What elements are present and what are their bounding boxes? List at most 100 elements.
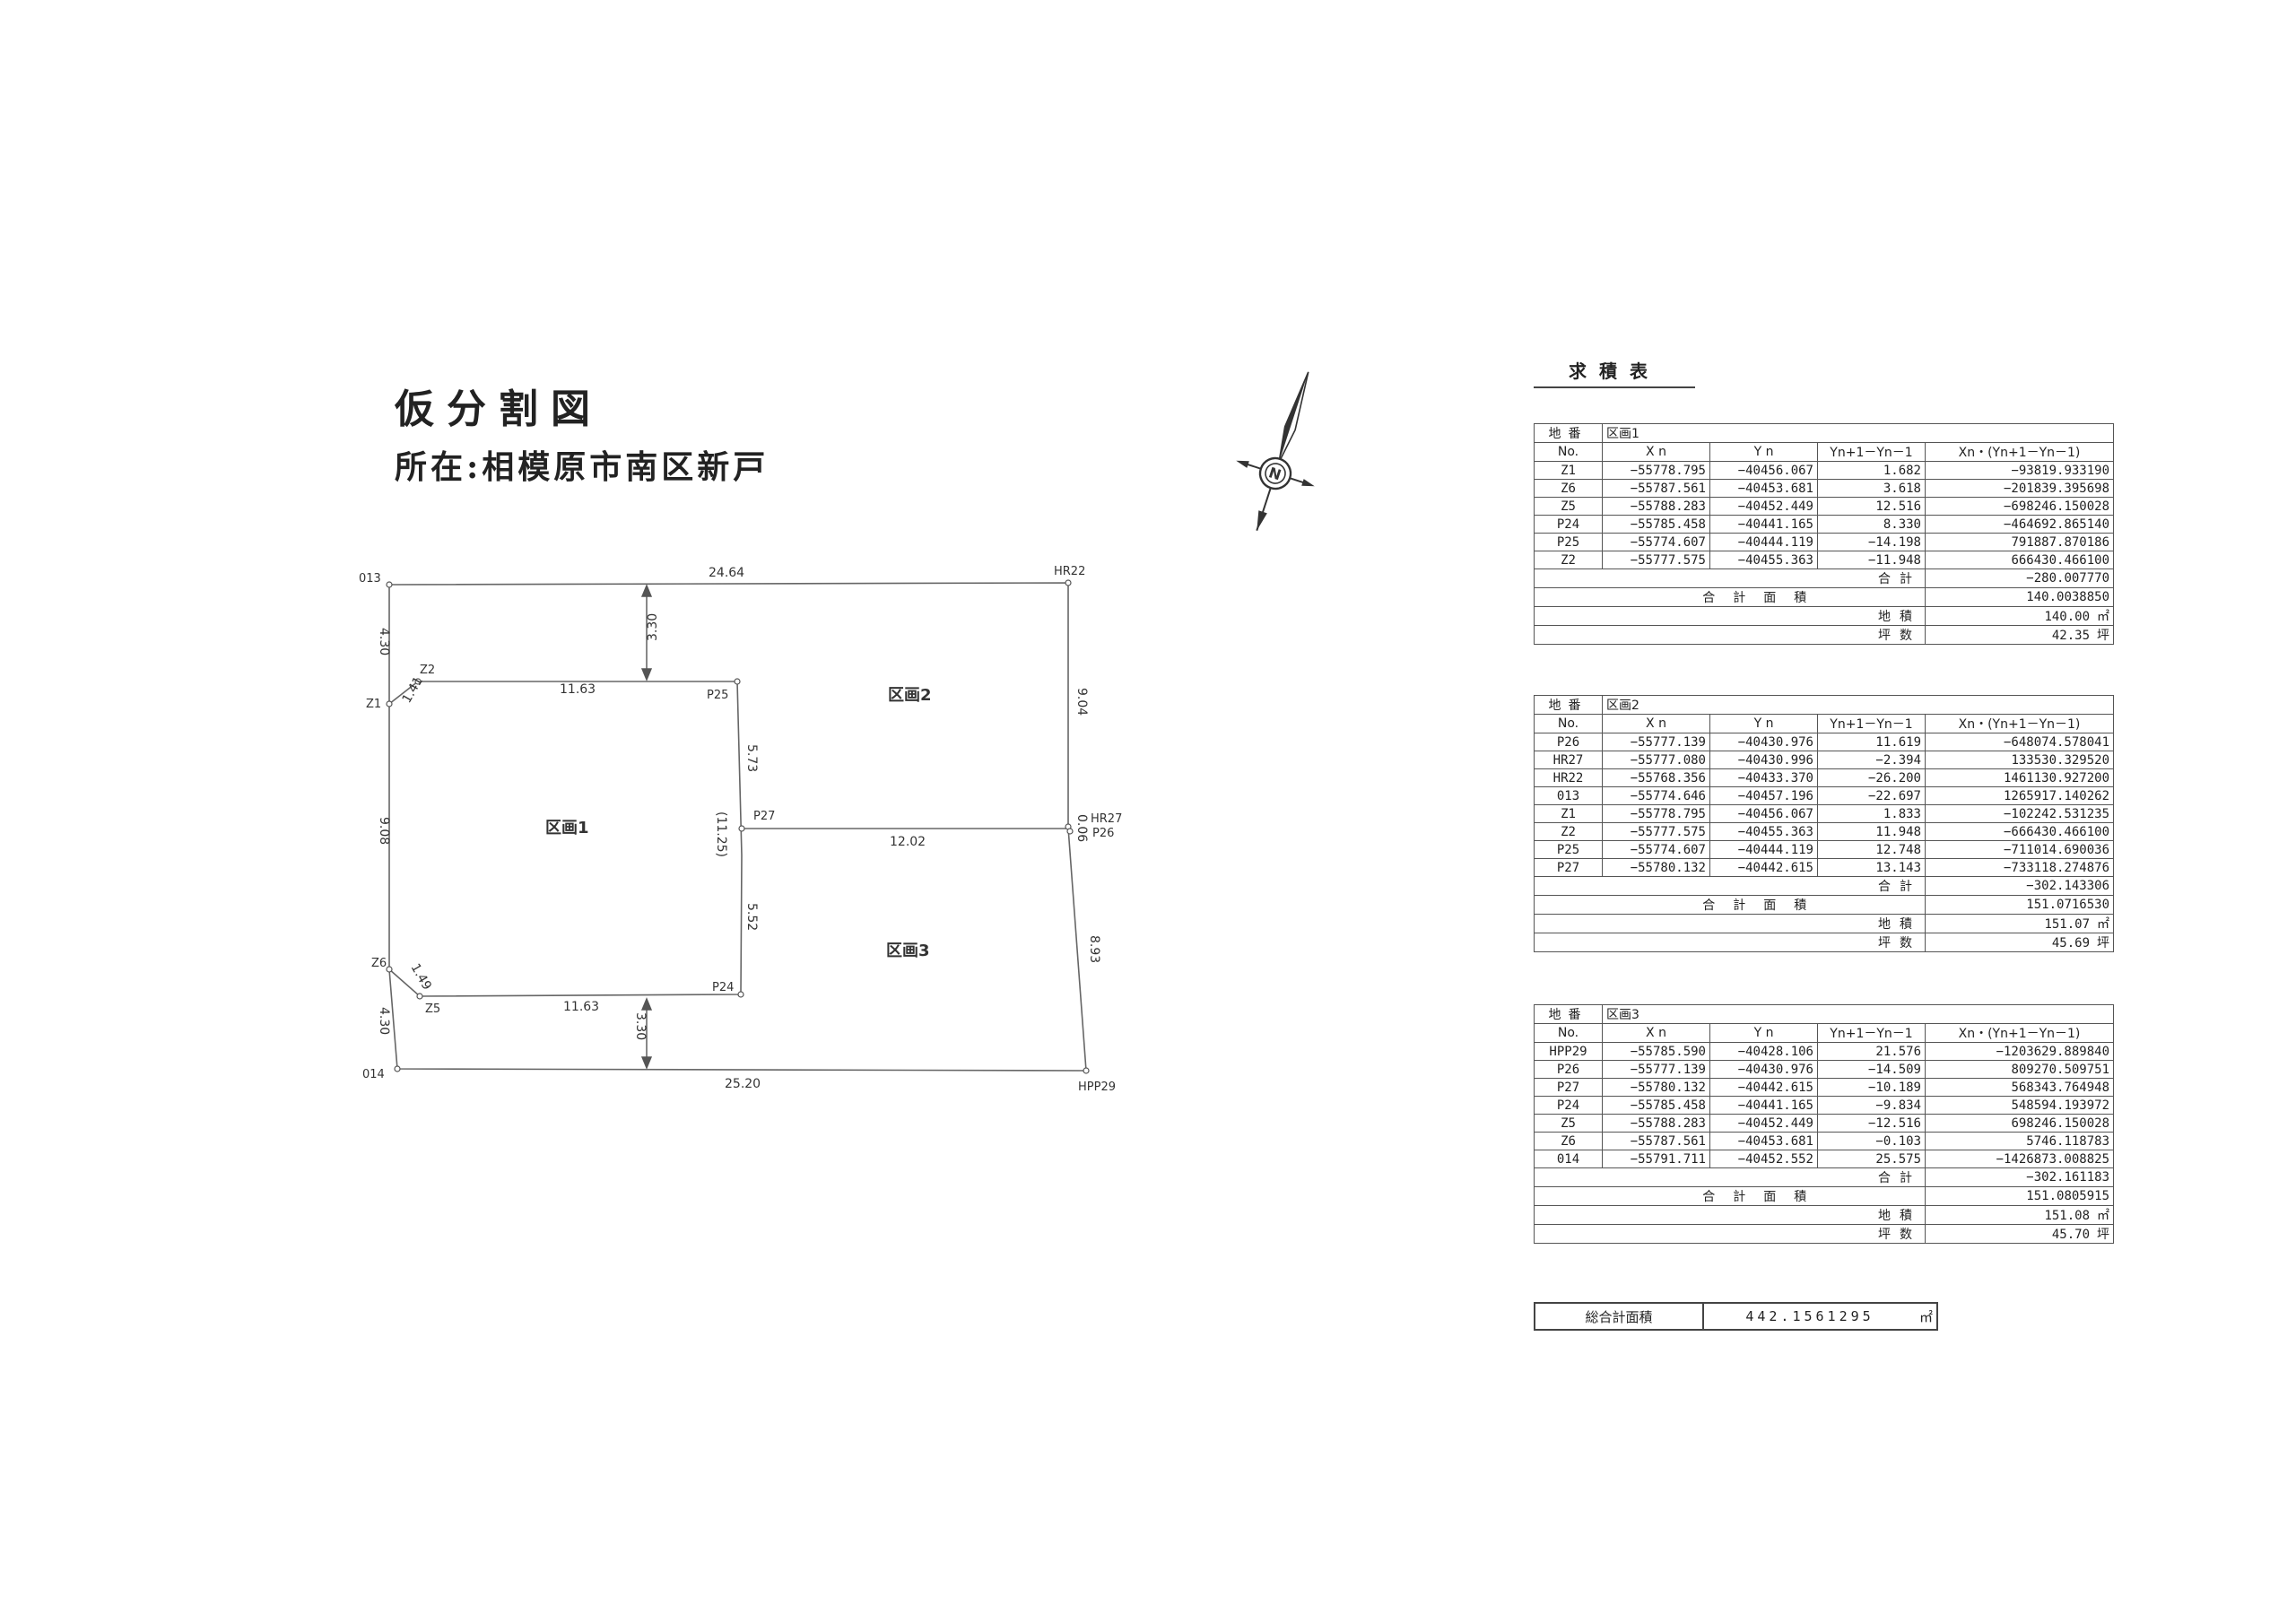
cell-product: 5746.118783 xyxy=(1924,1132,2115,1150)
sum-row: 合計−302.143306 xyxy=(1534,876,2115,896)
sum-value: −302.143306 xyxy=(1924,876,2115,896)
cell-xn: −55791.711 xyxy=(1602,1150,1710,1168)
dim-left-bottom: 4.30 xyxy=(377,1007,391,1035)
dim-p27-p26: 12.02 xyxy=(890,835,926,849)
dim-left-top: 4.30 xyxy=(377,628,391,655)
vertex-p25 xyxy=(734,678,741,685)
tsubo-value: 45.70 xyxy=(2051,1228,2091,1242)
cell-xn: −55777.080 xyxy=(1602,751,1710,769)
cell-ydiff: 11.619 xyxy=(1817,733,1926,751)
dim-z5-p24: 11.63 xyxy=(563,1000,599,1014)
cell-xn: −55777.575 xyxy=(1602,822,1710,841)
sum-blank xyxy=(1534,876,1710,896)
cell-ydiff: 21.576 xyxy=(1817,1042,1926,1061)
calc-table-title: 求積表 xyxy=(1534,357,1695,388)
cell-ydiff: −14.509 xyxy=(1817,1060,1926,1079)
sqm-unit: ㎡ xyxy=(2097,610,2110,624)
cell-product: −1426873.008825 xyxy=(1924,1150,2115,1168)
col-ydiff: Yn+1－Yn－1 xyxy=(1817,1023,1926,1043)
sum-blank xyxy=(1534,568,1710,588)
land-area-value: 151.08 xyxy=(2044,1209,2091,1223)
label-013: 013 xyxy=(359,572,381,586)
total-area-value: 151.0805915 xyxy=(1924,1186,2115,1206)
col-no: No. xyxy=(1534,442,1603,462)
cell-point-no: HR27 xyxy=(1534,751,1603,769)
sum-row: 合計−302.161183 xyxy=(1534,1167,2115,1187)
col-ydiff: Yn+1－Yn－1 xyxy=(1817,714,1926,733)
cell-product: 809270.509751 xyxy=(1924,1060,2115,1079)
lot-header-row: 地番区画3 xyxy=(1534,1004,2115,1024)
setback-arrowhead-bottom-up xyxy=(640,997,653,1011)
dim-z2-p25: 11.63 xyxy=(560,682,596,697)
area-label-3: 区画3 xyxy=(886,942,930,960)
land-area-blank xyxy=(1534,914,1710,933)
cell-product: −464692.865140 xyxy=(1924,515,2115,534)
label-z2: Z2 xyxy=(420,664,435,677)
cell-point-no: P24 xyxy=(1534,515,1603,534)
cell-ydiff: 1.833 xyxy=(1817,804,1926,823)
total-area-value: 151.0716530 xyxy=(1924,895,2115,915)
total-area-value: 140.0038850 xyxy=(1924,587,2115,607)
cell-product: 568343.764948 xyxy=(1924,1078,2115,1097)
vertex-p26 xyxy=(1066,828,1074,835)
total-area-label: 合計面積 xyxy=(1602,1186,1926,1206)
sum-label: 合計 xyxy=(1709,876,1926,896)
label-014: 014 xyxy=(362,1068,385,1081)
cell-xn: −55778.795 xyxy=(1602,461,1710,480)
compass-tail-icon xyxy=(1257,510,1267,531)
cell-xn: −55788.283 xyxy=(1602,1114,1710,1133)
cell-yn: −40428.106 xyxy=(1709,1042,1818,1061)
cell-ydiff: −22.697 xyxy=(1817,786,1926,805)
grand-total-value: 442.1561295 xyxy=(1702,1302,1916,1331)
site-plan-diagram: 013 HR22 Z2 Z1 P25 P27 HR27 P26 Z6 Z5 P2… xyxy=(359,565,1122,1094)
cell-point-no: P27 xyxy=(1534,1078,1603,1097)
area-label-2: 区画2 xyxy=(888,686,932,705)
cell-xn: −55785.590 xyxy=(1602,1042,1710,1061)
label-p26: P26 xyxy=(1092,827,1114,840)
lot-name: 区画3 xyxy=(1602,1004,1710,1024)
cell-xn: −55768.356 xyxy=(1602,768,1710,787)
cell-yn: −40444.119 xyxy=(1709,840,1818,859)
cell-product: −733118.274876 xyxy=(1924,858,2115,877)
total-area-blank xyxy=(1534,1186,1603,1206)
grand-total-box: 総合計面積 442.1561295 ㎡ xyxy=(1534,1302,1939,1331)
grand-total-unit: ㎡ xyxy=(1916,1302,1939,1331)
chiban-label: 地番 xyxy=(1534,695,1603,715)
cell-yn: −40455.363 xyxy=(1709,822,1818,841)
land-area-label: 地積 xyxy=(1709,914,1926,933)
cell-ydiff: 25.575 xyxy=(1817,1150,1926,1168)
setback-arrowhead-top-down xyxy=(640,668,653,681)
cell-xn: −55785.458 xyxy=(1602,515,1710,534)
land-area-value: 140.00 xyxy=(2044,610,2091,624)
vertex-p27 xyxy=(738,825,745,832)
cell-point-no: Z1 xyxy=(1534,461,1603,480)
land-area-label: 地積 xyxy=(1709,606,1926,626)
col-product: Xn・(Yn+1－Yn－1) xyxy=(1924,1023,2115,1043)
cell-product: 133530.329520 xyxy=(1924,751,2115,769)
label-z1: Z1 xyxy=(366,698,381,711)
vertex-z2 xyxy=(414,678,422,685)
vertex-z1 xyxy=(386,700,393,707)
cell-point-no: Z5 xyxy=(1534,1114,1603,1133)
tsubo-blank xyxy=(1534,1224,1710,1244)
cell-yn: −40442.615 xyxy=(1709,858,1818,877)
cell-xn: −55774.607 xyxy=(1602,533,1710,551)
cell-point-no: Z2 xyxy=(1534,822,1603,841)
cell-xn: −55785.458 xyxy=(1602,1096,1710,1115)
dim-top: 24.64 xyxy=(709,566,744,580)
cell-product: −648074.578041 xyxy=(1924,733,2115,751)
col-no: No. xyxy=(1534,714,1603,733)
cell-yn: −40452.552 xyxy=(1709,1150,1818,1168)
cell-point-no: P26 xyxy=(1534,733,1603,751)
